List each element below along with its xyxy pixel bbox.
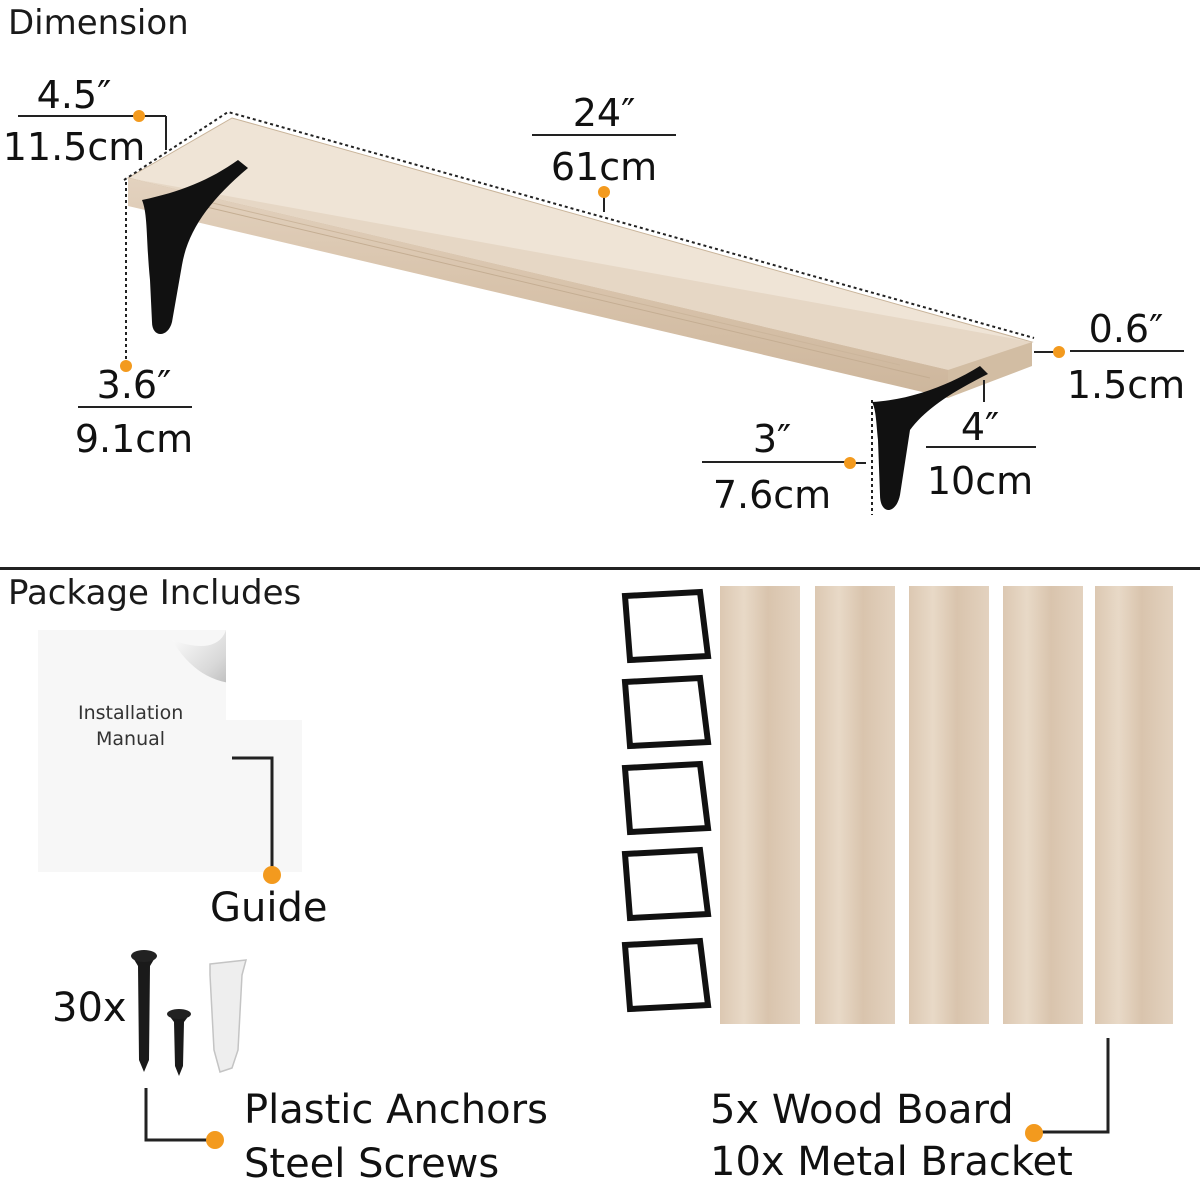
short-screw: [168, 1014, 190, 1076]
thickness-divider: [1070, 350, 1184, 352]
bracket-height-divider: [78, 406, 192, 408]
left-bracket: [142, 160, 248, 334]
anchors-label: Plastic Anchors: [244, 1087, 548, 1133]
manual-title-line1: Installation: [78, 702, 184, 724]
length-inches: 24″: [572, 91, 636, 135]
anchors-marker: [206, 1131, 224, 1149]
dimension-section-title: Dimension: [8, 3, 189, 43]
guide-label: Guide: [210, 885, 328, 931]
depth-marker: [133, 110, 145, 122]
boards-marker: [1025, 1124, 1043, 1142]
package-section-title: Package Includes: [8, 576, 301, 610]
manual-sheet: [38, 630, 302, 872]
boards-label: 5x Wood Board: [710, 1087, 1014, 1133]
section-divider: [0, 567, 1200, 570]
depth-cm: 11.5cm: [2, 125, 146, 169]
bracket-short-cm: 7.6cm: [712, 473, 832, 517]
brackets-label: 10x Metal Bracket: [710, 1139, 1073, 1185]
guide-marker: [263, 866, 281, 884]
screw-count: 30x: [52, 985, 127, 1031]
right-bracket: [872, 366, 988, 510]
bracket-height-marker: [120, 360, 132, 372]
length-cm: 61cm: [550, 145, 658, 189]
long-screw: [132, 956, 156, 1072]
depth-divider: [18, 115, 136, 117]
thickness-marker: [1053, 346, 1065, 358]
bracket-short-divider: [702, 461, 846, 463]
screws-label: Steel Screws: [244, 1141, 500, 1187]
manual-title-line2: Manual: [96, 728, 166, 750]
depth-inches: 4.5″: [36, 73, 112, 117]
bracket-stack: [621, 588, 712, 1013]
board-stack: [720, 586, 1173, 1024]
length-marker: [598, 186, 610, 198]
bracket-short-inches: 3″: [752, 417, 792, 461]
shelf-illustration: [123, 110, 1062, 515]
length-divider: [532, 134, 676, 136]
bracket-height-inches: 3.6″: [96, 363, 172, 407]
bracket-long-cm: 10cm: [926, 459, 1034, 503]
thickness-cm: 1.5cm: [1066, 363, 1186, 407]
shelf-front: [128, 178, 1032, 370]
manual-page-curl: [172, 630, 250, 706]
package-title-text: Package Includes: [8, 573, 302, 613]
bracket-short-marker: [844, 457, 856, 469]
thickness-inches: 0.6″: [1088, 307, 1164, 351]
bracket-long-divider: [926, 446, 1036, 448]
bracket-long-inches: 4″: [960, 405, 1000, 449]
bracket-height-cm: 9.1cm: [74, 417, 194, 461]
plastic-anchor: [209, 959, 248, 1073]
